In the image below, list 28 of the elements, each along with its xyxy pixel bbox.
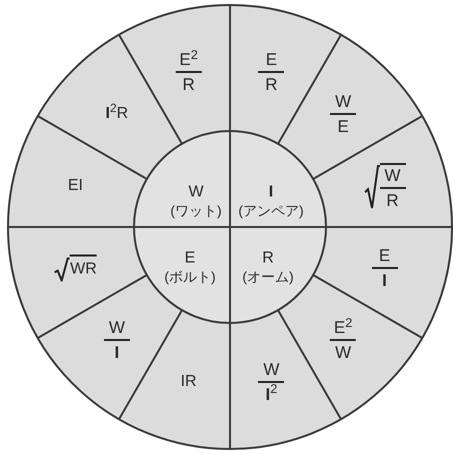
formula-text: (ボルト) xyxy=(164,268,216,286)
formula-text: I xyxy=(268,182,274,202)
formula-text: I$^{2}$R xyxy=(106,106,128,122)
formula-text: E xyxy=(264,51,278,68)
formula-text: IR xyxy=(180,374,197,390)
formula-text: EI xyxy=(68,178,83,194)
formula-text: E xyxy=(336,118,350,135)
formula-text: R xyxy=(181,76,196,94)
formula-text: E xyxy=(378,247,392,264)
formula-text: R xyxy=(264,76,279,94)
formula-text: I xyxy=(381,272,388,290)
formula-text: (ワット) xyxy=(170,202,222,220)
formula-text: W xyxy=(262,360,280,378)
formula-text: (アンペア) xyxy=(238,202,304,220)
formula-text: W xyxy=(108,319,126,336)
formula-text: E xyxy=(184,248,196,268)
formula-text: W xyxy=(334,92,352,110)
formula-text: E$^{2}$ xyxy=(178,51,199,68)
formula-text: I$^{2}$ xyxy=(264,386,278,403)
formula-text: WR xyxy=(70,260,97,278)
formula-text: I xyxy=(113,344,120,362)
formula-text: (オーム) xyxy=(242,268,294,286)
formula-text: R xyxy=(262,248,274,268)
formula-text: W xyxy=(188,182,204,202)
formula-text: W xyxy=(334,344,352,362)
formula-text: E$^{2}$ xyxy=(332,319,354,336)
formula-text: W xyxy=(384,166,402,184)
formula-text: R xyxy=(385,192,400,209)
